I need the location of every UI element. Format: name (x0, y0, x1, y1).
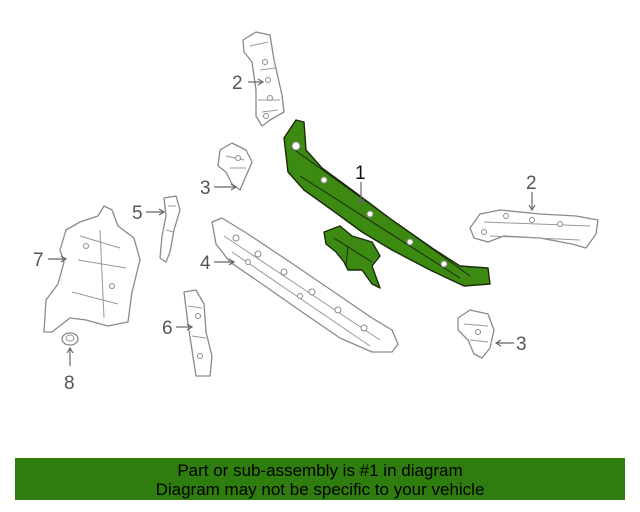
leader-arrow (257, 78, 265, 86)
callout-5: 5 (132, 203, 143, 224)
banner-line-2: Diagram may not be specific to your vehi… (155, 480, 485, 499)
callout-2-right: 2 (526, 173, 537, 194)
part-8-grommet[interactable] (61, 332, 79, 346)
part-2-upper-bracket[interactable] (242, 31, 285, 127)
callout-2-top: 2 (232, 73, 243, 94)
leader-arrow (494, 339, 502, 347)
part-4-lower-support[interactable] (211, 217, 399, 353)
callout-1: 1 (355, 163, 366, 184)
leader-arrow (66, 346, 74, 354)
parts-diagram: 2 3 5 4 7 8 (33, 31, 599, 394)
info-banner: Part or sub-assembly is #1 in diagram Di… (15, 458, 625, 500)
leader-arrow (158, 208, 166, 216)
part-1-radiator-support[interactable] (283, 119, 491, 289)
callout-7: 7 (33, 250, 44, 271)
part-7-air-guide[interactable] (43, 205, 141, 333)
part-6-side-member[interactable] (183, 289, 213, 377)
leader-arrow (186, 323, 194, 331)
banner-line-1: Part or sub-assembly is #1 in diagram (177, 461, 463, 480)
callout-3-right: 3 (516, 334, 527, 355)
leader-arrow (228, 258, 236, 266)
part-2-right-bracket[interactable] (469, 209, 599, 249)
leader-arrow (357, 198, 365, 206)
callout-8: 8 (64, 373, 75, 394)
callout-4: 4 (200, 253, 211, 274)
leader-arrow (528, 204, 536, 212)
part-3-right-bracket[interactable] (457, 309, 495, 359)
part-5-bracket[interactable] (159, 195, 181, 263)
leader-arrow (230, 183, 238, 191)
callout-6: 6 (162, 318, 173, 339)
part-3-left-bracket[interactable] (217, 142, 253, 191)
leader-arrow (60, 255, 68, 263)
callout-3-left: 3 (200, 178, 211, 199)
